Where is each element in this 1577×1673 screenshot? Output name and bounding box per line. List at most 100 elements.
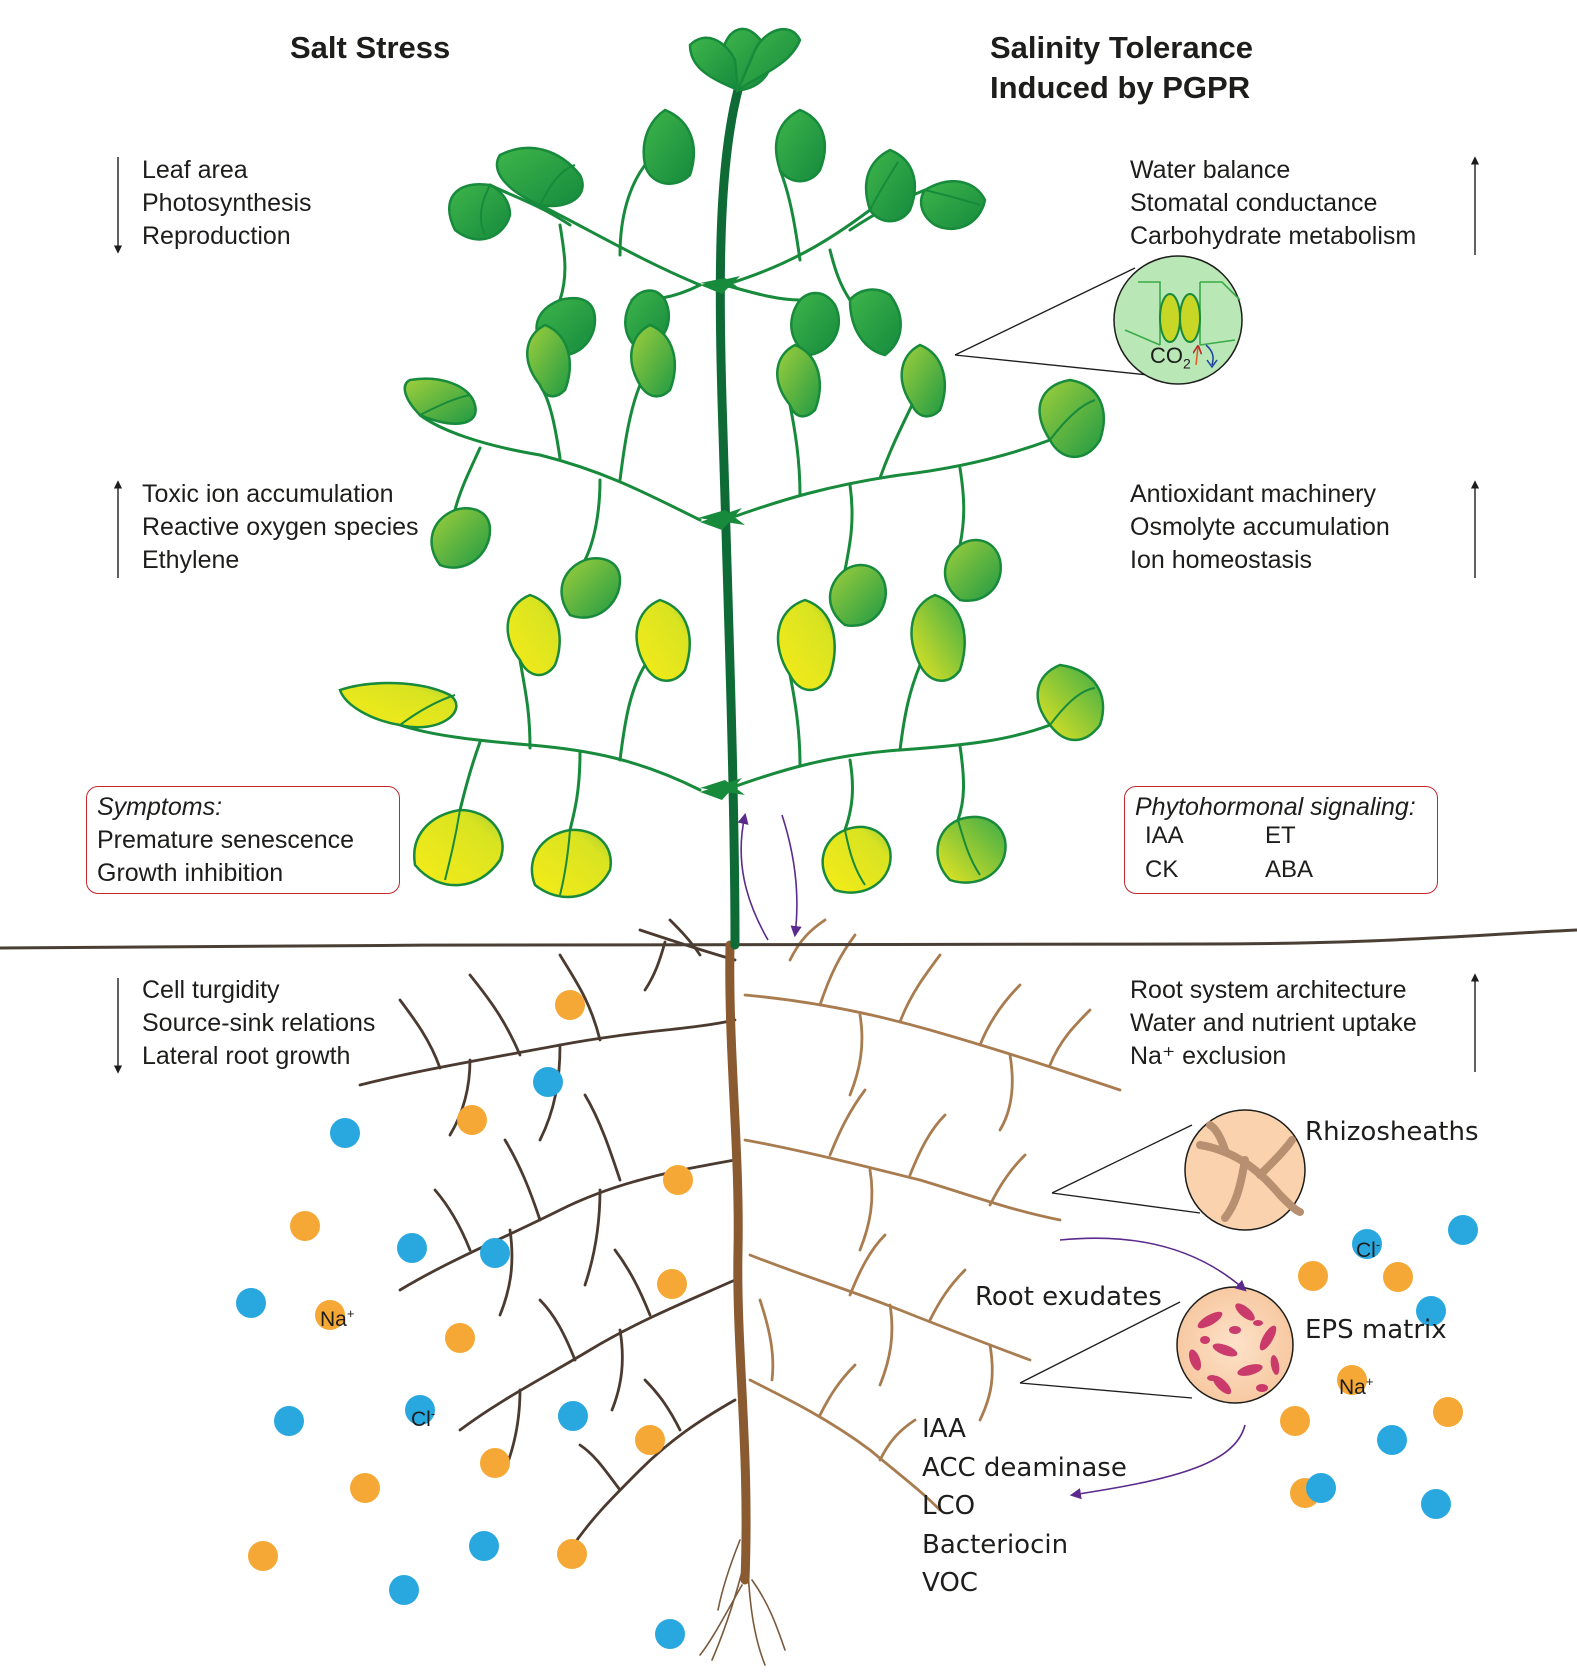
chloride-ion-dot (274, 1406, 304, 1436)
phytohormonal-heading: Phytohormonal signaling: (1135, 793, 1416, 821)
title-line-1: Salinity Tolerance (990, 30, 1254, 65)
guard-cell-right (1179, 293, 1201, 343)
sodium-ion-dot (480, 1448, 510, 1478)
cl-charge: - (430, 1406, 436, 1421)
list-item: Antioxidant machinery (1130, 480, 1376, 508)
list-item: Ion homeostasis (1130, 546, 1313, 574)
left-increase-list: Toxic ion accumulation Reactive oxygen s… (142, 478, 419, 577)
chloride-ion-dot (389, 1575, 419, 1605)
left-shoot-decrease-list: Leaf area Photosynthesis Reproduction (142, 154, 312, 253)
leaf-midribs (399, 161, 1096, 896)
salinity-tolerance-title: Salinity Tolerance Induced by PGPR (990, 28, 1253, 108)
na-ion-label-left: Na+ (320, 1303, 354, 1331)
leaf (506, 593, 561, 677)
chloride-ion-dot (480, 1238, 510, 1268)
leaf (338, 681, 458, 729)
sodium-ion-dot (557, 1539, 587, 1569)
salt-stress-title: Salt Stress (290, 30, 451, 65)
chloride-ion-dot (1352, 1229, 1382, 1259)
right-root-system (743, 918, 1122, 1512)
exudate-to-bacteria-arrow (1059, 1237, 1247, 1292)
co2-label: CO2 (1150, 343, 1191, 371)
na-text: Na (320, 1308, 347, 1331)
eps-matrix-circle (1176, 1286, 1294, 1404)
leaf (821, 825, 892, 894)
product-item: ACC deaminase (922, 1452, 1127, 1483)
leaf (828, 563, 888, 628)
chloride-ion-dot (469, 1531, 499, 1561)
rhizosheaths-label: Rhizosheaths (1305, 1117, 1479, 1147)
chloride-ion-dot (655, 1619, 685, 1649)
co2-text: CO (1150, 343, 1183, 368)
right-mid-increase-list: Antioxidant machinery Osmolyte accumulat… (1130, 478, 1390, 577)
hormone-iaa: IAA (1145, 822, 1184, 849)
bacteria-products-arrow (1069, 1424, 1246, 1500)
leaf (910, 593, 966, 682)
leaf (403, 377, 477, 425)
leaf (642, 108, 695, 185)
stem-nodes (698, 276, 745, 800)
rhizosheath-zoom (1051, 1109, 1306, 1231)
eps-matrix-label: EPS matrix (1305, 1315, 1447, 1345)
sodium-ion-dot (457, 1105, 487, 1135)
chloride-ion-dot (1377, 1425, 1407, 1455)
chloride-ion-dot (1448, 1215, 1478, 1245)
list-item: Na⁺ exclusion (1130, 1042, 1287, 1070)
list-item: Leaf area (142, 156, 248, 184)
chloride-ion-dot (405, 1395, 435, 1425)
leaf (900, 343, 947, 418)
leaf (735, 28, 802, 94)
sodium-ion-dot (290, 1211, 320, 1241)
left-root-system (358, 918, 737, 1552)
leaf (1038, 378, 1105, 459)
hormone-et: ET (1265, 822, 1296, 849)
symptom-item: Premature senescence (97, 826, 355, 854)
list-item: Ethylene (142, 546, 240, 574)
guard-cell-left (1159, 293, 1181, 343)
product-item: VOC (922, 1568, 978, 1598)
taproot (725, 940, 751, 1585)
leaf (530, 828, 613, 899)
leaf (776, 343, 822, 418)
trend-arrows (113, 156, 1480, 1074)
leaf (495, 146, 584, 208)
list-item: Carbohydrate metabolism (1130, 222, 1417, 250)
list-item: Water balance (1130, 156, 1291, 184)
list-item: Source-sink relations (142, 1009, 376, 1037)
na-text: Na (1339, 1376, 1366, 1399)
sodium-ion-dot (350, 1473, 380, 1503)
list-item: Photosynthesis (142, 189, 312, 217)
sodium-ion-dot (657, 1269, 687, 1299)
stomata-zoom (954, 255, 1243, 385)
chloride-ion-dot (330, 1118, 360, 1148)
sodium-ion-dot (1337, 1365, 1367, 1395)
leaf (936, 815, 1007, 884)
leaf (848, 288, 902, 357)
chloride-ion-dot (1421, 1489, 1451, 1519)
leaf (526, 323, 572, 398)
shoot-root-signal-arrow (781, 814, 802, 938)
leaf (430, 506, 492, 569)
product-item: LCO (922, 1491, 976, 1521)
product-item: IAA (922, 1414, 966, 1444)
bacteria-zoom (1019, 1286, 1294, 1404)
cl-charge: - (1375, 1237, 1381, 1252)
na-charge: + (1365, 1374, 1374, 1389)
sodium-ion-dot (635, 1425, 665, 1455)
leaf (919, 180, 987, 231)
chloride-ion-dot (558, 1401, 588, 1431)
sodium-ion-dot (663, 1165, 693, 1195)
leaf (630, 323, 677, 398)
list-item: Stomatal conductance (1130, 189, 1378, 217)
leaf (560, 556, 622, 619)
leaf (635, 598, 691, 682)
leaf (943, 538, 1003, 603)
leaf (412, 808, 504, 887)
list-item: Osmolyte accumulation (1130, 513, 1390, 541)
right-root-increase-list: Root system architecture Water and nutri… (1130, 974, 1417, 1073)
chloride-ion-dot (1416, 1296, 1446, 1326)
middle-leaves (403, 323, 1105, 628)
root-exudates-label: Root exudates (975, 1282, 1162, 1312)
cl-ion-label-left: Cl- (411, 1403, 435, 1431)
list-item: Water and nutrient uptake (1130, 1009, 1417, 1037)
